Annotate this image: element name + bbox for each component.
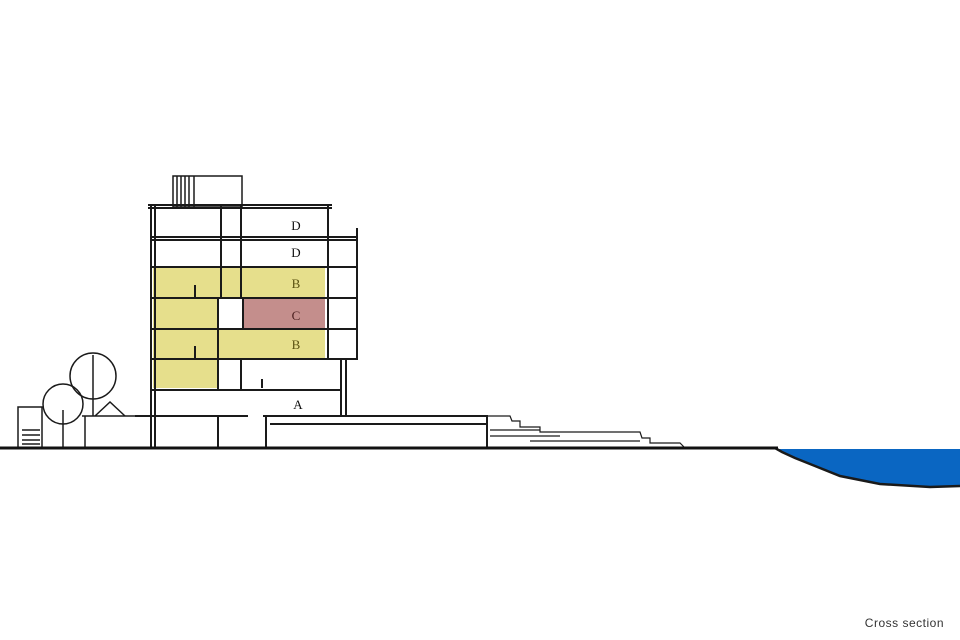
zone-b-lower-left-fill <box>153 360 218 388</box>
building-frame <box>135 204 488 448</box>
water-body <box>778 449 960 487</box>
zone-fills <box>153 268 325 388</box>
zone-label-c: C <box>292 308 301 323</box>
trees-and-annex <box>17 352 150 449</box>
zone-b-lower-fill <box>153 330 325 358</box>
zone-label-b-lower: B <box>292 337 301 352</box>
zone-label-b-upper: B <box>292 276 301 291</box>
zone-c-fill <box>243 299 325 329</box>
zone-label-d-second: D <box>291 245 300 260</box>
zone-label-a: A <box>293 397 303 412</box>
zone-b-upper-fill <box>153 268 325 297</box>
zone-b-upper-left-fill <box>153 299 218 329</box>
rooftop-tank <box>172 175 243 208</box>
terraced-steps <box>488 415 686 449</box>
drawing-caption: Cross section <box>864 616 944 630</box>
zone-label-d-top: D <box>291 218 300 233</box>
